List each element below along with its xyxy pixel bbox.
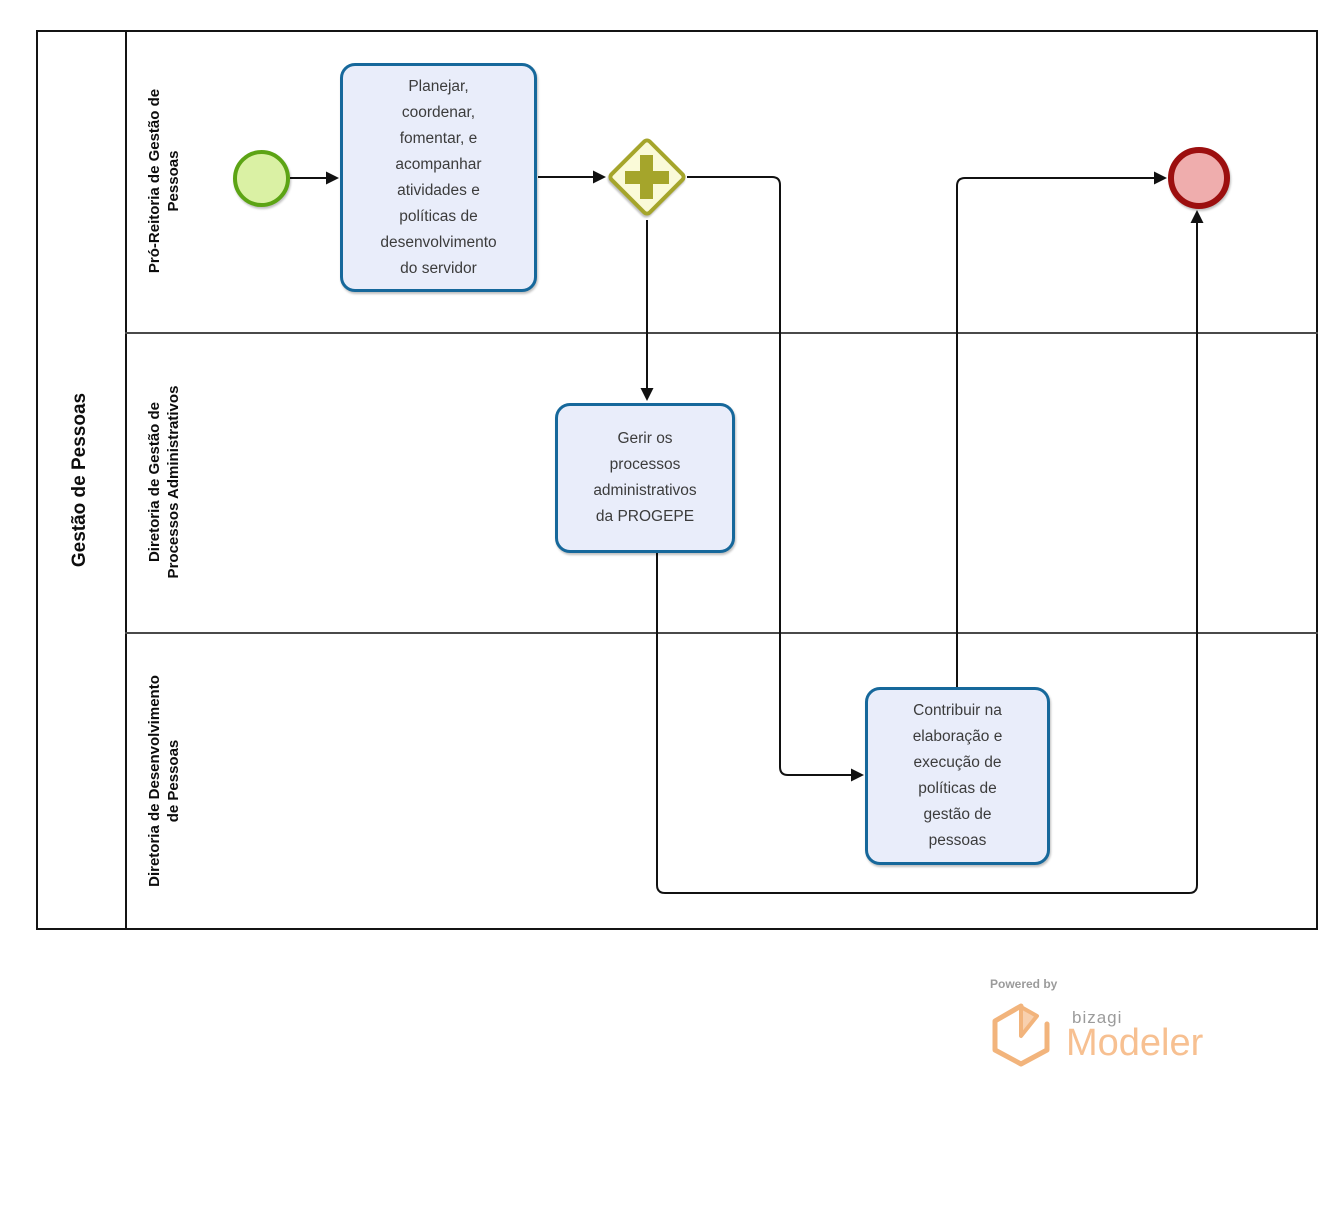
bizagi-wordmark[interactable]: bizagi — [1072, 1008, 1123, 1027]
task-contribuir[interactable]: Contribuir na elaboração e execução de p… — [865, 687, 1050, 865]
end-event[interactable] — [1168, 147, 1230, 209]
lane-label-diretoria-desenvolvimento: Diretoria de Desenvolvimento de Pessoas — [146, 675, 182, 887]
powered-by-label: Powered by — [990, 977, 1058, 991]
pool-title-separator — [125, 30, 127, 930]
modeler-wordmark[interactable]: Modeler — [1066, 1022, 1204, 1064]
lane-label-pro-reitoria: Pró-Reitoria de Gestão de Pessoas — [146, 88, 182, 274]
task-gerir[interactable]: Gerir os processos administrativos da PR… — [555, 403, 735, 553]
lane-label-diretoria-processos: Diretoria de Gestão de Processos Adminis… — [146, 385, 182, 579]
start-event[interactable] — [233, 150, 290, 207]
lane-boundary-2 — [125, 632, 1318, 634]
pool-title: Gestão de Pessoas — [69, 392, 90, 568]
plus-icon — [640, 155, 653, 199]
task-planejar[interactable]: Planejar, coordenar, fomentar, e acompan… — [340, 63, 537, 292]
bizagi-logo-icon[interactable] — [991, 1003, 1051, 1067]
lane-boundary-1 — [125, 332, 1318, 334]
